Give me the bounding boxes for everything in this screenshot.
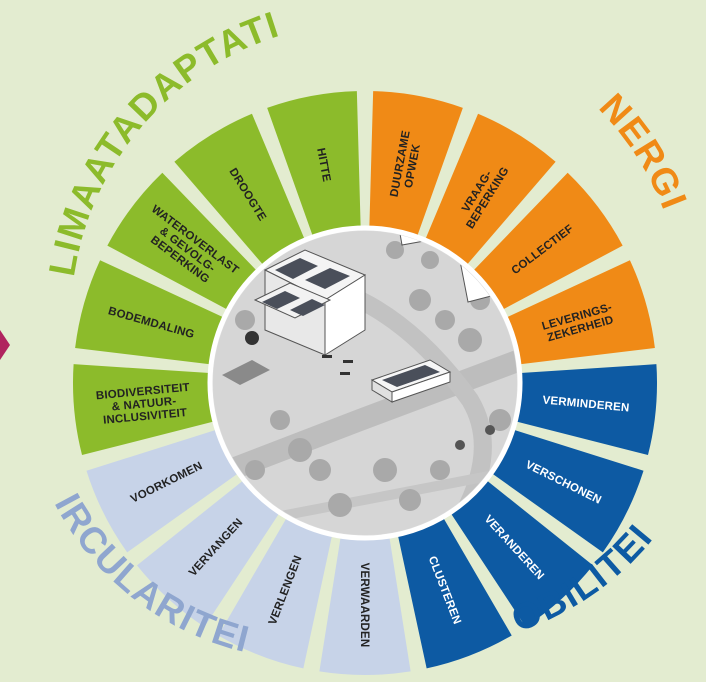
segment-veranderen: [447, 476, 594, 627]
segment-verschonen: [487, 428, 644, 553]
wheel-segments: [73, 91, 657, 675]
segment-verwaarden: [319, 531, 411, 675]
segment-hitte: [267, 91, 361, 242]
segment-clusteren: [396, 512, 512, 669]
segment-vervangen: [136, 476, 283, 627]
segment-verminderen: [510, 364, 657, 456]
segment-wateroverlast-gevolg-beperking: [107, 172, 261, 313]
side-arrow-icon: [0, 330, 10, 360]
segment-voorkomen: [86, 428, 243, 553]
segment-label: VERWAARDEN: [358, 563, 370, 648]
segment-verlengen: [218, 512, 334, 669]
flat-roof-building: [370, 359, 452, 403]
segment-duurzame-opwek: [369, 91, 463, 242]
segment-collectief: [469, 172, 623, 313]
segment-droogte: [174, 113, 307, 270]
segment-biodiversiteit-natuur-inclusiviteit: [73, 364, 220, 456]
segment-vraag-beperking: [423, 113, 556, 270]
segment-bodemdaling: [75, 260, 229, 365]
road: [226, 349, 517, 481]
drones: [322, 355, 353, 375]
segment-leverings-zekerheid: [501, 260, 655, 365]
